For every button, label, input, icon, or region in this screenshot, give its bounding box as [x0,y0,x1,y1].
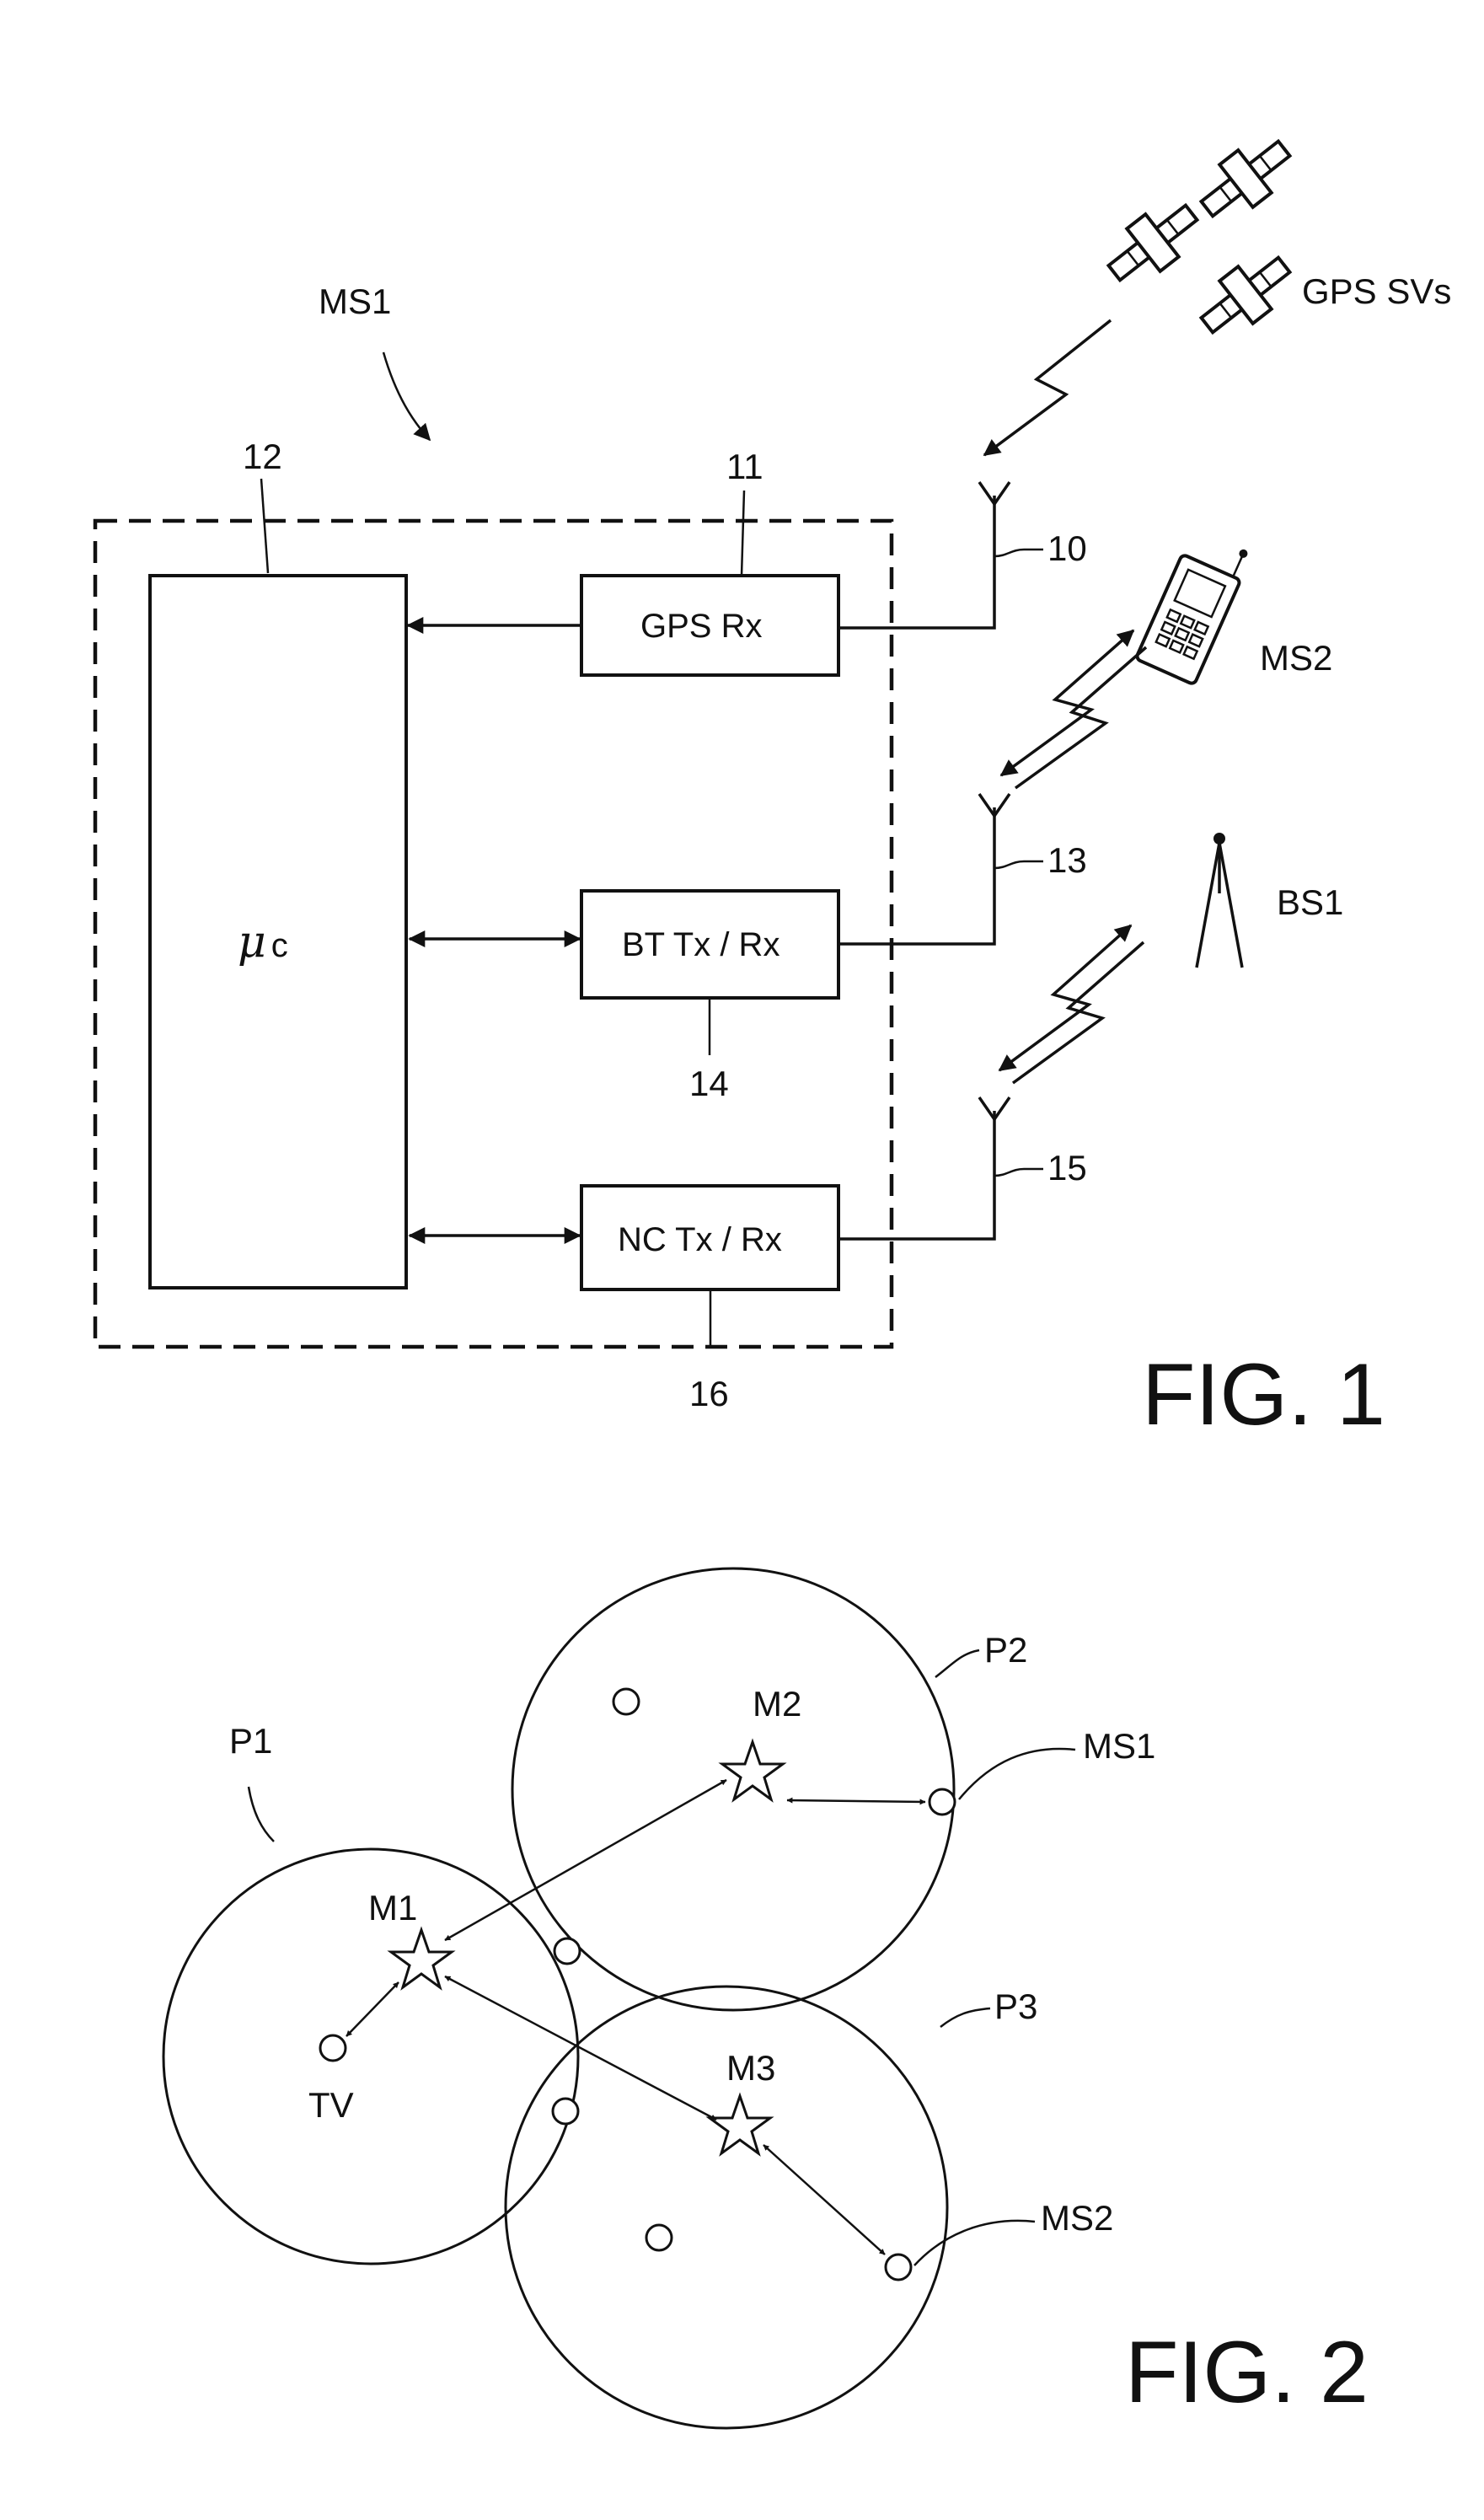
figure-1-title: FIG. 1 [1142,1346,1385,1444]
ref-10-label: 10 [1047,528,1087,568]
link-m1-m2 [445,1780,726,1940]
link-m2-ms1 [787,1800,925,1802]
nc-link-arrow [999,925,1144,1083]
master-m1-label: M1 [368,1888,417,1928]
master-m3-label: M3 [726,2048,775,2088]
bluetooth-transceiver-label: BT Tx / Rx [622,926,780,963]
master-m1-star [391,1930,452,1987]
ms2-leader [914,2221,1035,2265]
mobile-handset-icon [1136,527,1253,684]
ref-12-label: 12 [243,437,282,476]
tv-label: TV [308,2085,354,2125]
figure-1: MS1 12 μc 11 GPS Rx BT Tx / Rx 14 NC Tx … [95,127,1451,1444]
base-station-tower-icon [1197,833,1242,968]
link-m1-tv [346,1982,399,2036]
piconet-p3-label: P3 [994,1987,1037,2026]
ref-11-leader [742,491,744,576]
master-m2-star [722,1742,783,1799]
ref-14-label: 14 [689,1064,729,1103]
ms1-leader-arrow [383,352,430,440]
gps-satellites-label: GPS SVs [1302,271,1451,311]
ms1-device-label: MS1 [319,281,391,321]
piconet-p1-leader [249,1787,274,1842]
tv-node [320,2035,346,2061]
master-m3-star [710,2096,770,2153]
piconet-p1-label: P1 [229,1721,272,1761]
ref-15-label: 15 [1047,1148,1087,1188]
ms1-node [930,1789,955,1815]
figure-2-title: FIG. 2 [1125,2324,1369,2421]
nc-antenna [838,1097,1043,1239]
handset-label: MS2 [1260,638,1332,678]
ref-11-label: 11 [726,447,763,486]
bluetooth-antenna [838,794,1043,944]
device-node [613,1689,639,1714]
ms2-label: MS2 [1041,2198,1113,2238]
piconet-p2-label: P2 [984,1630,1027,1670]
ms1-label: MS1 [1083,1726,1155,1766]
device-node [646,2225,672,2250]
device-node [553,2099,578,2124]
link-m1-m3 [445,1976,716,2120]
ref-16-label: 16 [689,1374,729,1413]
ms1-leader [959,1749,1075,1799]
piconet-p3-leader [940,2008,990,2027]
ref-12-leader [261,479,268,573]
master-m2-label: M2 [753,1684,801,1724]
base-station-label: BS1 [1277,882,1343,922]
figure-2: P1 P2 P3 M1 M2 M3 MS1 MS2 TV FIG. [163,1568,1369,2428]
device-node [554,1938,580,1964]
nc-transceiver-label: NC Tx / Rx [618,1221,782,1258]
gps-signal-arrow [984,320,1111,455]
ms2-node [886,2255,911,2280]
gps-satellites-icon [1098,127,1301,346]
piconet-p2-leader [935,1650,979,1677]
gps-receiver-label: GPS Rx [640,608,762,645]
link-m3-ms2 [763,2145,885,2255]
bluetooth-link-arrow [1001,630,1146,788]
ref-13-label: 13 [1047,840,1087,880]
gps-antenna [838,482,1043,628]
